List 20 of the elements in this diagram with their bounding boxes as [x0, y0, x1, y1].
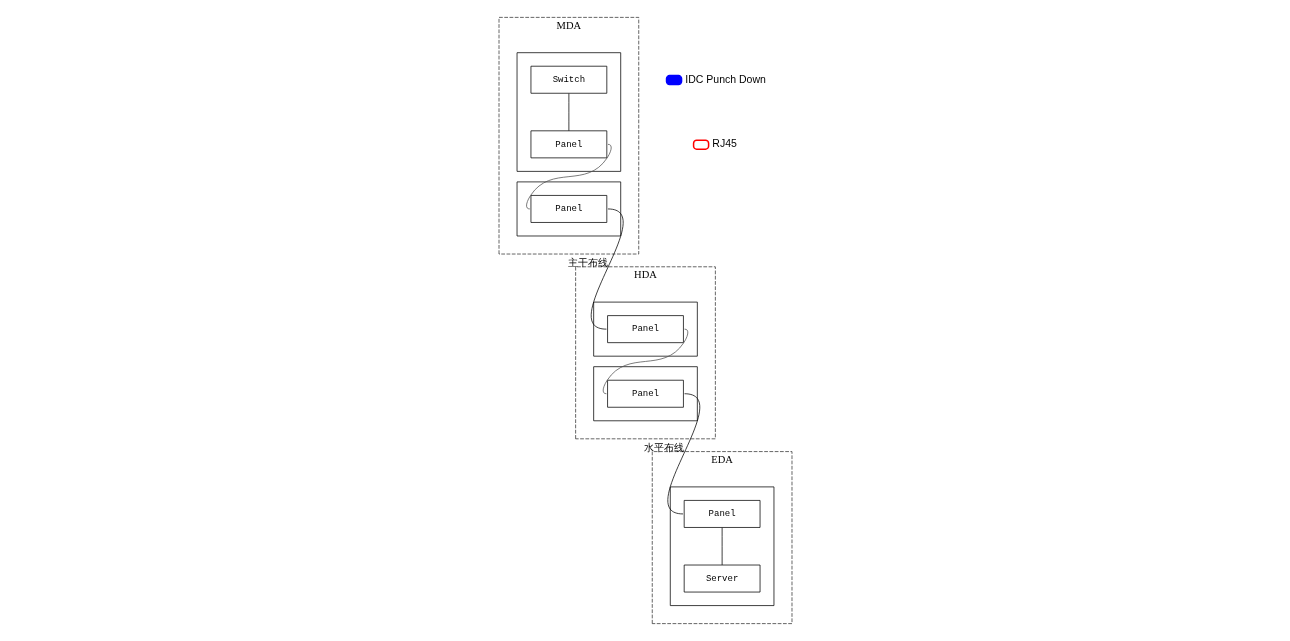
cluster — [592, 301, 698, 357]
connector — [721, 527, 722, 566]
node-box: Panel — [606, 379, 684, 408]
legend-label: IDC Punch Down — [684, 72, 766, 85]
cluster — [516, 52, 621, 172]
edge-label: 水平布线 — [643, 442, 684, 454]
node-box: Panel — [683, 500, 760, 528]
connector — [525, 143, 612, 210]
node-box: Panel — [606, 315, 684, 344]
connector — [602, 328, 688, 395]
node-box: Server — [683, 564, 760, 593]
node-box: Switch — [530, 65, 607, 94]
cluster — [592, 366, 698, 422]
connector — [568, 93, 569, 132]
legend-label: RJ45 — [711, 137, 737, 150]
cluster — [516, 181, 621, 237]
edge-label: 主干布线 — [567, 257, 608, 269]
node-box: Panel — [530, 195, 607, 223]
cluster — [669, 486, 774, 606]
node-box: Panel — [530, 130, 607, 159]
